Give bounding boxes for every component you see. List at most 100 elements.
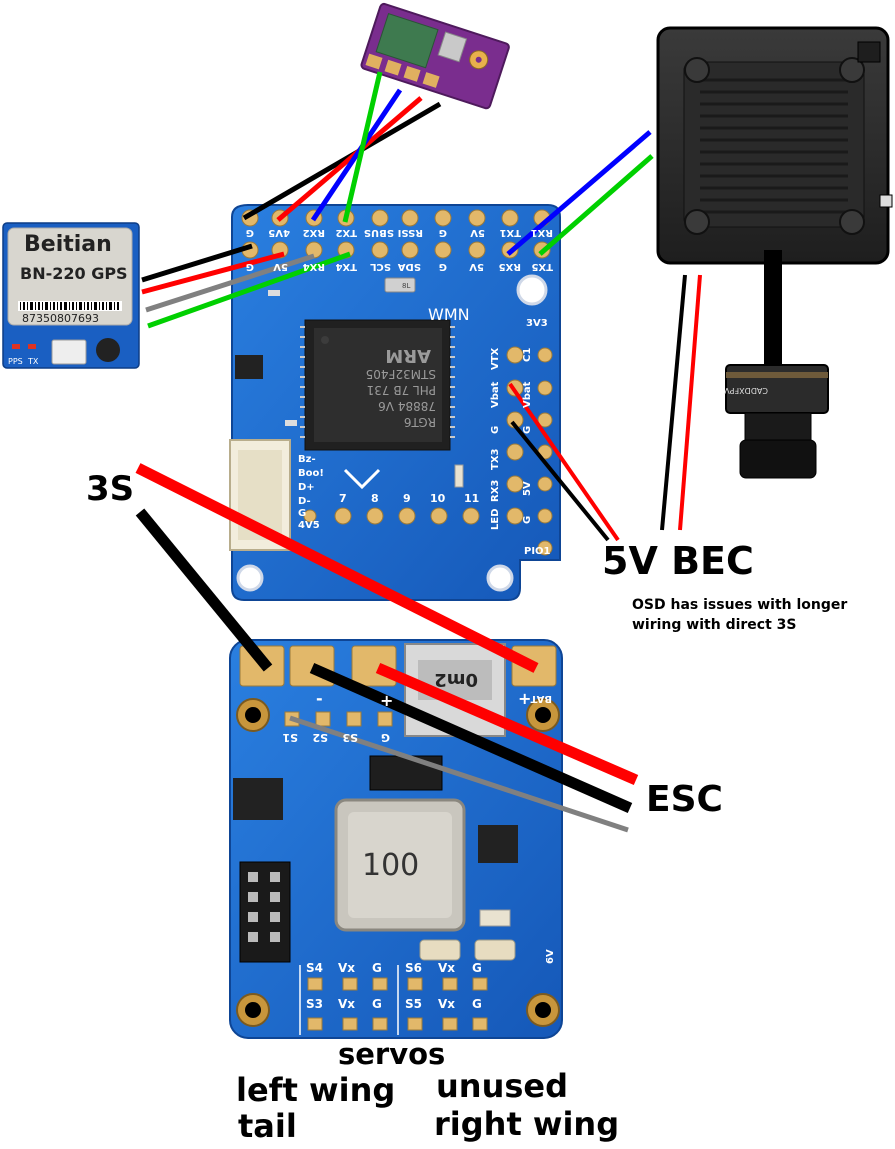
wire-vtx-black [660, 274, 687, 531]
svg-text:S4: S4 [306, 961, 323, 975]
svg-text:LED: LED [490, 508, 501, 530]
gps-serial: 87350807693 [22, 312, 99, 325]
camera-brand: CADDXFPV [724, 386, 768, 395]
svg-text:7: 7 [339, 492, 347, 505]
svg-text:S6: S6 [405, 961, 422, 975]
pdb-bottom-labels: S4 Vx G S6 Vx G S3 Vx G S5 Vx G [306, 961, 482, 1011]
fc-brand: WMN [428, 305, 470, 324]
wire-vtx-green [538, 154, 654, 256]
svg-text:D+: D+ [298, 482, 315, 493]
gps-pps: PPS [8, 357, 23, 366]
svg-text:5V: 5V [469, 261, 484, 272]
svg-text:RX4: RX4 [303, 261, 325, 272]
wire-rx-green [342, 71, 383, 223]
svg-text:D-: D- [298, 496, 311, 507]
wire-3s-red [135, 463, 539, 673]
svg-text:TX2: TX2 [335, 227, 357, 238]
svg-text:C1: C1 [522, 348, 533, 362]
bec-label: 5V BEC [602, 539, 754, 583]
svg-text:Vx: Vx [338, 961, 355, 975]
svg-text:TX1: TX1 [499, 227, 521, 238]
unused-label: unused [436, 1067, 568, 1105]
mcu-line1: RGT6 [404, 415, 436, 429]
pdb-plus-2: + [380, 691, 393, 710]
svg-text:4V5: 4V5 [268, 227, 290, 238]
svg-text:5V: 5V [273, 261, 288, 272]
svg-text:TX4: TX4 [335, 261, 357, 272]
wire-rx-red [276, 96, 423, 222]
svg-text:G: G [246, 227, 254, 238]
battery-label: 3S [86, 469, 135, 509]
svg-text:8: 8 [371, 492, 379, 505]
svg-text:4V5: 4V5 [298, 520, 320, 531]
left-wing-label: left wing [236, 1071, 396, 1109]
wire-esc-black [309, 662, 633, 814]
svg-text:RX1: RX1 [531, 227, 553, 238]
esc-label: ESC [646, 779, 723, 820]
wire-3s-black [135, 508, 273, 672]
svg-text:TX5: TX5 [531, 261, 553, 272]
pdb-bat: BAT [530, 693, 552, 704]
svg-text:G: G [439, 261, 447, 272]
mcu-arm: ARM [385, 345, 431, 366]
wires [135, 71, 702, 833]
gps-tx: TX [27, 357, 39, 366]
wire-vtx-red [678, 274, 702, 531]
wire-gps-green [147, 251, 351, 329]
svg-text:Vbat: Vbat [522, 381, 533, 408]
svg-text:S3: S3 [342, 731, 358, 744]
svg-text:RX5: RX5 [499, 261, 521, 272]
gps-module [2, 222, 140, 369]
svg-text:S1: S1 [282, 731, 298, 744]
svg-text:G: G [522, 516, 533, 524]
svg-text:S5: S5 [405, 997, 422, 1011]
svg-text:G: G [472, 997, 482, 1011]
mcu-line4: STM32F405 [366, 367, 436, 381]
svg-text:G: G [472, 961, 482, 975]
svg-text:G: G [372, 997, 382, 1011]
fc-left-labels: Bz- Boo! D+ D- G 4V5 [298, 454, 324, 531]
wire-rx-blue [310, 88, 403, 222]
pdb-plus: + [518, 689, 531, 708]
fc-right-labels: 3V3 VTX C1 Vbat Vbat G G TX3 RX3 5V LED … [490, 318, 551, 557]
svg-text:5V: 5V [470, 227, 485, 238]
svg-text:SCL: SCL [369, 261, 391, 272]
tail-label: tail [238, 1107, 297, 1145]
svg-text:RX3: RX3 [490, 480, 501, 502]
wire-rx-black [242, 101, 442, 221]
svg-text:S3: S3 [306, 997, 323, 1011]
mcu-line2: 78884 V6 [378, 399, 436, 413]
wire-fc-red [508, 382, 620, 542]
svg-text:Vbat: Vbat [490, 381, 501, 408]
svg-text:TX3: TX3 [490, 448, 501, 470]
svg-text:RSSI: RSSI [398, 227, 423, 238]
svg-text:3V3: 3V3 [526, 318, 548, 329]
inductor-mark: 100 [362, 848, 419, 883]
receiver-module [360, 2, 510, 110]
pdb-minus: - [316, 689, 323, 708]
svg-text:G: G [246, 261, 254, 272]
svg-text:Vx: Vx [438, 997, 455, 1011]
svg-text:G: G [372, 961, 382, 975]
pdb-servo-header-labels: S1 S2 S3 G [282, 731, 390, 744]
pdb-6v: 6V [545, 949, 556, 964]
wire-gps-red [141, 251, 285, 295]
gps-brand: Beitian [24, 232, 112, 257]
fc-top-row-labels: G 4V5 RX2 TX2 SBUS RSSI G 5V TX1 RX1 G 5… [246, 227, 553, 272]
svg-text:11: 11 [464, 492, 479, 505]
wire-gps-black [141, 243, 253, 283]
wire-gps-grey [145, 253, 315, 313]
gps-model: BN-220 GPS [20, 264, 128, 283]
svg-text:G: G [381, 731, 390, 744]
svg-text:RX2: RX2 [303, 227, 325, 238]
svg-text:Vx: Vx [438, 961, 455, 975]
svg-text:S2: S2 [312, 731, 328, 744]
svg-text:SBUS: SBUS [364, 227, 394, 238]
osd-note-line2: wiring with direct 3S [632, 617, 797, 633]
wire-esc-grey [289, 715, 629, 833]
svg-text:5V: 5V [522, 481, 533, 496]
svg-text:G: G [439, 227, 447, 238]
svg-text:PIO1: PIO1 [524, 546, 551, 557]
svg-text:G: G [522, 426, 533, 434]
